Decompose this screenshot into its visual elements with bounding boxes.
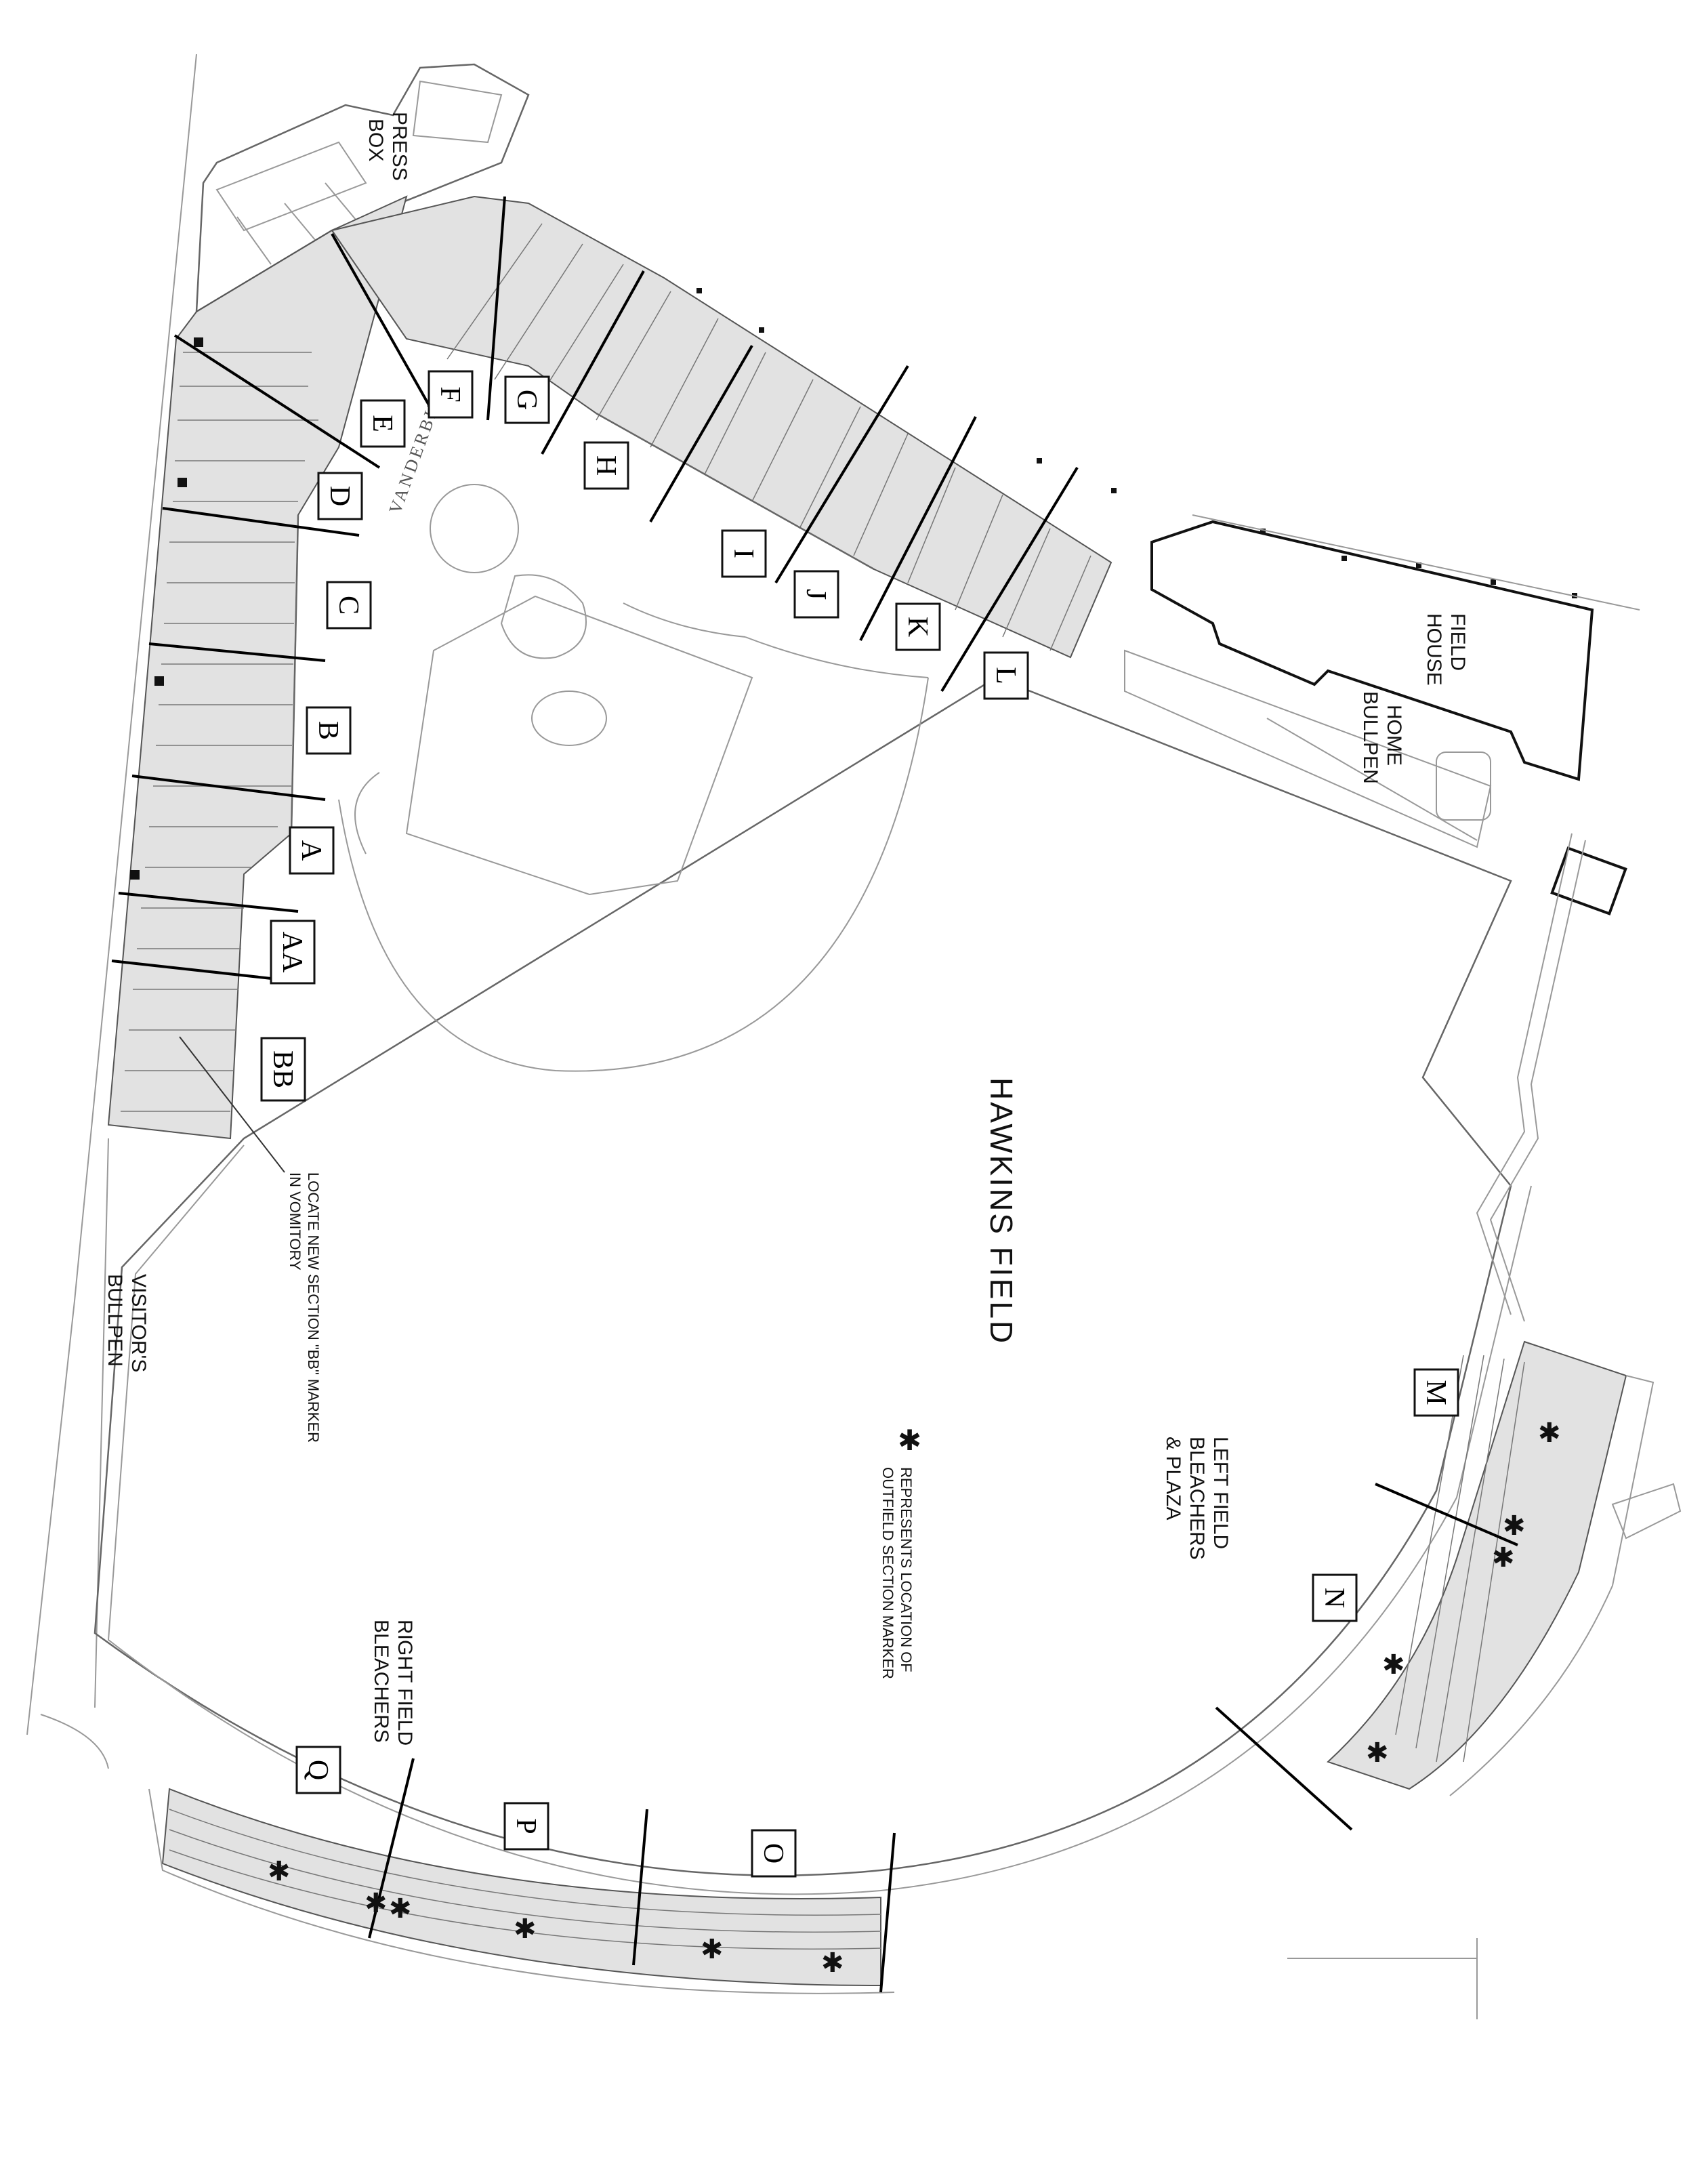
- section-C: C: [326, 581, 372, 630]
- svg-text:P: P: [510, 1818, 541, 1834]
- section-D: D: [317, 472, 363, 520]
- concourse-lines: [1476, 833, 1586, 1322]
- section-I: I: [721, 529, 767, 578]
- outfield-marker: ✱: [1382, 1650, 1405, 1680]
- left-field-label-line1: LEFT FIELD: [1209, 1437, 1232, 1549]
- svg-text:AA: AA: [276, 932, 308, 973]
- outfield-marker: ✱: [1492, 1543, 1515, 1573]
- bb-vomitory-note: LOCATE NEW SECTION "BB" MARKER IN VOMITO…: [179, 1036, 322, 1443]
- field-name: HAWKINS FIELD: [984, 1077, 1019, 1345]
- svg-text:M: M: [1420, 1380, 1451, 1405]
- field-house-label-line1: FIELD: [1447, 613, 1469, 671]
- svg-text:A: A: [295, 840, 327, 861]
- left-field-label-line3: & PLAZA: [1162, 1437, 1184, 1520]
- section-M: M: [1413, 1368, 1459, 1417]
- svg-text:I: I: [728, 549, 759, 558]
- svg-text:D: D: [324, 486, 355, 506]
- grandstand-seating: [107, 195, 1112, 1140]
- home-bullpen: HOME BULLPEN: [1124, 649, 1492, 848]
- right-field-bleachers: Q P O RIGHT FIELD BLEACHERS ✱ ✱ ✱ ✱ ✱ ✱: [148, 1620, 896, 1994]
- press-box-label-line1: PRESS: [388, 112, 411, 181]
- section-Q: Q: [295, 1746, 341, 1794]
- section-P: P: [503, 1802, 549, 1851]
- infield-section-labels: A B C D E F G H I J K L AA BB: [260, 370, 1029, 1102]
- outfield-marker: ✱: [365, 1889, 388, 1918]
- marker-legend: ✱ REPRESENTS LOCATION OF OUTFIELD SECTIO…: [879, 1424, 921, 1679]
- right-field-label-line2: BLEACHERS: [370, 1620, 392, 1743]
- section-BB: BB: [260, 1037, 306, 1102]
- press-box-label-line2: BOX: [365, 119, 387, 161]
- section-J: J: [793, 570, 839, 619]
- visitors-bullpen-label-line1: VISITOR'S: [127, 1274, 150, 1372]
- section-AA: AA: [270, 920, 316, 985]
- section-H: H: [583, 441, 629, 490]
- svg-text:H: H: [590, 455, 621, 476]
- marker-legend-symbol: ✱: [898, 1424, 921, 1456]
- right-field-label-line1: RIGHT FIELD: [394, 1620, 416, 1746]
- svg-text:L: L: [990, 667, 1021, 684]
- outfield-marker: ✱: [701, 1935, 724, 1964]
- svg-text:G: G: [511, 390, 542, 410]
- home-bullpen-label-line1: HOME: [1383, 705, 1405, 766]
- svg-text:J: J: [800, 589, 831, 600]
- field-house-label-line2: HOUSE: [1423, 613, 1445, 686]
- home-bullpen-label-line2: BULLPEN: [1359, 691, 1381, 784]
- section-E: E: [360, 399, 406, 448]
- site-boundary-lines: [26, 54, 1478, 2019]
- section-A: A: [289, 826, 335, 875]
- outfield-marker: ✱: [268, 1857, 291, 1887]
- svg-text:BB: BB: [267, 1050, 298, 1088]
- svg-text:F: F: [434, 386, 465, 402]
- visitors-bullpen-label-line2: BULLPEN: [104, 1274, 126, 1367]
- section-K: K: [895, 602, 941, 651]
- section-G: G: [504, 375, 550, 424]
- section-B: B: [306, 706, 352, 755]
- infield-section-dividers: [111, 196, 1079, 984]
- section-N: N: [1312, 1573, 1358, 1622]
- outfield-marker: ✱: [1503, 1511, 1526, 1541]
- bb-note-line2: IN VOMITORY: [287, 1172, 304, 1271]
- svg-text:O: O: [757, 1843, 789, 1863]
- section-L: L: [983, 651, 1029, 700]
- marker-legend-line2: OUTFIELD SECTION MARKER: [879, 1467, 896, 1679]
- svg-text:E: E: [367, 415, 398, 432]
- section-F: F: [428, 370, 474, 419]
- outfield-marker: ✱: [389, 1894, 412, 1924]
- svg-text:K: K: [902, 617, 933, 637]
- outfield-marker: ✱: [1538, 1418, 1561, 1448]
- marker-legend-line1: REPRESENTS LOCATION OF: [898, 1467, 915, 1672]
- left-field-bleachers: M N LEFT FIELD BLEACHERS & PLAZA ✱ ✱ ✱ ✱…: [1162, 1340, 1682, 1831]
- visitors-bullpen: VISITOR'S BULLPEN: [104, 1274, 150, 1372]
- section-O: O: [751, 1829, 797, 1878]
- svg-text:Q: Q: [302, 1760, 333, 1780]
- left-field-label-line2: BLEACHERS: [1186, 1437, 1208, 1560]
- svg-text:N: N: [1318, 1588, 1350, 1608]
- press-box: PRESS BOX: [195, 63, 530, 314]
- bb-note-line1: LOCATE NEW SECTION "BB" MARKER: [305, 1172, 322, 1443]
- outfield-marker: ✱: [1366, 1738, 1389, 1768]
- storage-building: [1550, 846, 1627, 915]
- svg-text:B: B: [312, 721, 344, 740]
- outfield-marker: ✱: [821, 1948, 844, 1978]
- outfield-marker: ✱: [514, 1914, 537, 1944]
- field-house: FIELD HOUSE: [696, 288, 1640, 781]
- svg-text:C: C: [333, 596, 364, 615]
